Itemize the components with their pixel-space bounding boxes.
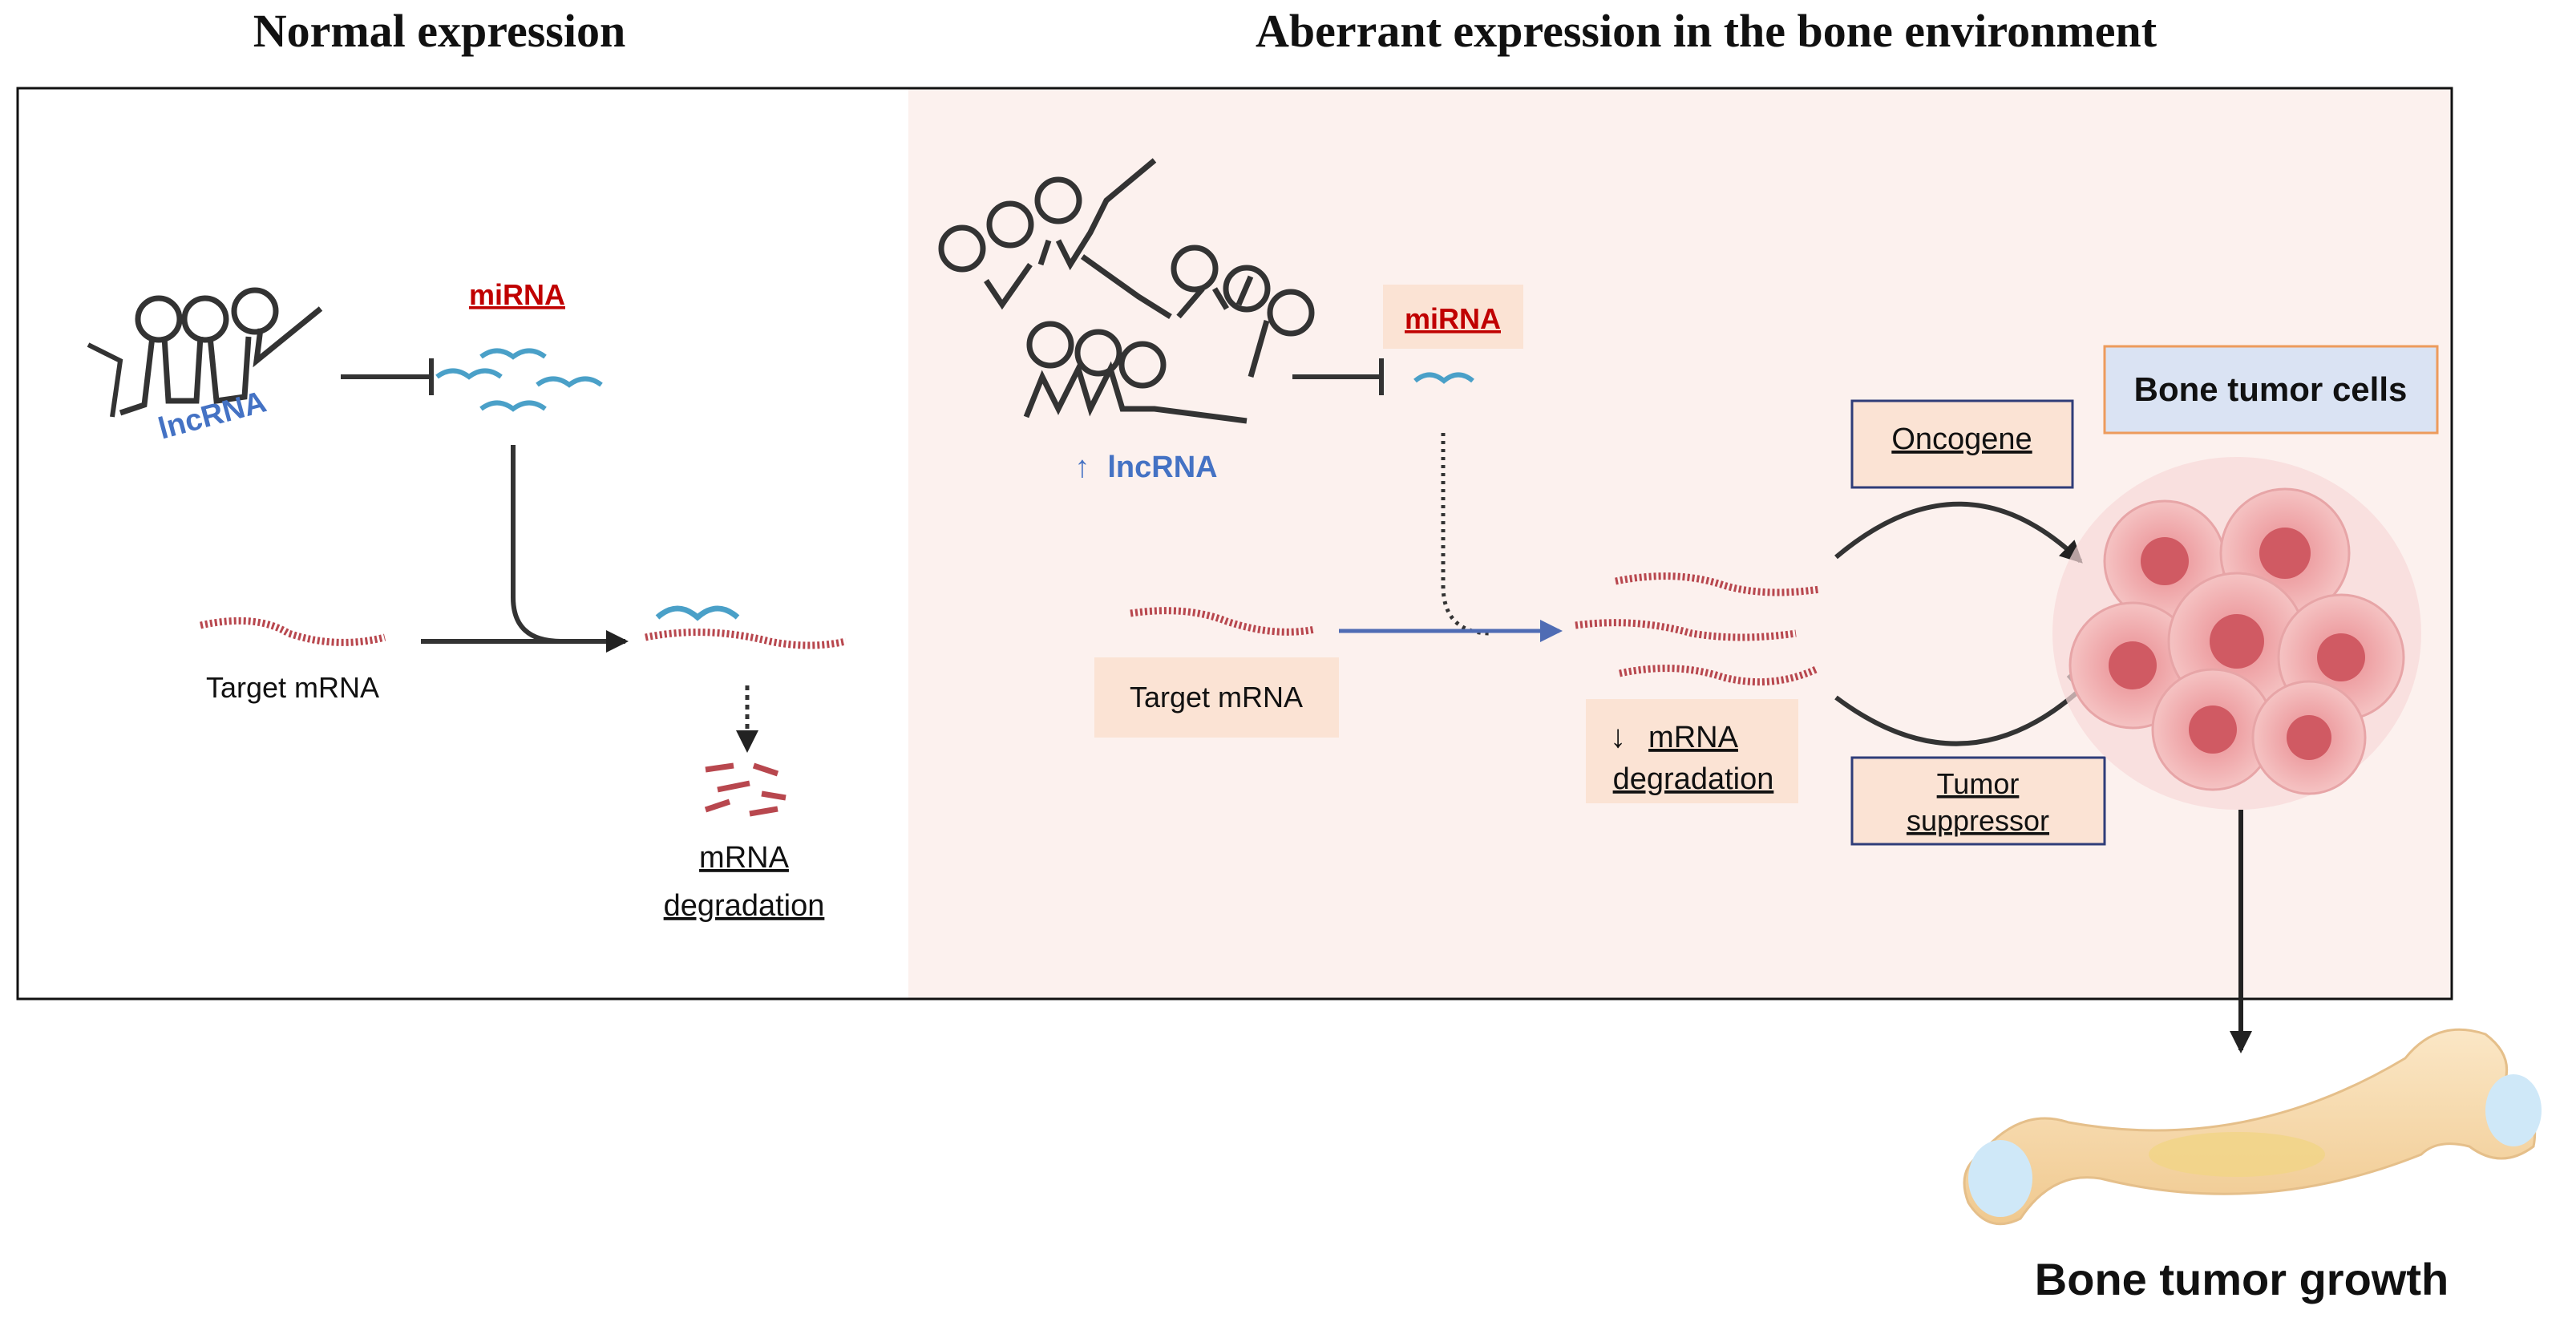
lncrna-label-aberrant: lncRNA <box>1107 451 1217 484</box>
target-mrna-box-aberrant <box>1094 657 1339 738</box>
mrna-degradation-label-aberrant-line2: degradation <box>1613 762 1774 796</box>
bound-mrna-strand <box>645 629 847 649</box>
up-arrow-symbol: ↑ <box>1075 451 1090 484</box>
down-arrow-symbol: ↓ <box>1610 719 1626 754</box>
mrna-degradation-label-normal-line2: degradation <box>664 889 825 923</box>
bone-tumor-growth-label: Bone tumor growth <box>2035 1254 2449 1304</box>
oncogene-box <box>1850 399 2074 489</box>
tumor-suppressor-inhibition-arc <box>1834 687 2083 746</box>
target-mrna-label-aberrant: Target mRNA <box>1130 681 1303 714</box>
mirna-box-aberrant <box>1383 285 1523 349</box>
oncogene-activation-arc <box>1834 501 2083 564</box>
mrna-degradation-label-aberrant-line1: mRNA <box>1648 721 1739 754</box>
lncrna-label-normal: lncRNA <box>155 385 269 446</box>
oncogene-label: Oncogene <box>1891 422 2032 456</box>
lncrna-structures-aberrant <box>938 158 1315 424</box>
bone-tumor-cells-label: Bone tumor cells <box>2134 370 2408 408</box>
mrna-degradation-label-normal-line1: mRNA <box>699 841 790 875</box>
mirna-to-mrna-curve <box>511 445 562 644</box>
accumulated-mrna-strands <box>1575 572 1821 686</box>
degraded-mrna-fragments <box>704 762 787 817</box>
bound-mirna <box>655 605 740 621</box>
mirna-label-aberrant: miRNA <box>1405 302 1501 335</box>
mrna-degradation-box-aberrant <box>1586 699 1798 803</box>
target-mrna-strand-aberrant <box>1130 607 1316 636</box>
mirna-label-normal: miRNA <box>469 278 565 311</box>
target-mrna-label-normal: Target mRNA <box>206 671 379 704</box>
diagram-frame <box>16 87 2453 1001</box>
aberrant-expression-heading: Aberrant expression in the bone environm… <box>1256 5 2157 57</box>
target-mrna-strand-normal <box>200 617 386 646</box>
normal-expression-heading: Normal expression <box>253 5 626 57</box>
tumor-suppressor-label-line2: suppressor <box>1907 804 2049 837</box>
bone-illustration <box>1963 1028 2542 1226</box>
tumor-suppressor-label-line1: Tumor <box>1937 767 2020 800</box>
tumor-cell-cluster <box>2052 457 2421 810</box>
bone-tumor-cells-box <box>2103 345 2439 435</box>
lncrna-structure-normal <box>87 287 323 418</box>
tumor-suppressor-box <box>1850 756 2106 846</box>
mirna-aberrant <box>1413 372 1474 384</box>
mirna-cluster-normal <box>435 348 603 412</box>
